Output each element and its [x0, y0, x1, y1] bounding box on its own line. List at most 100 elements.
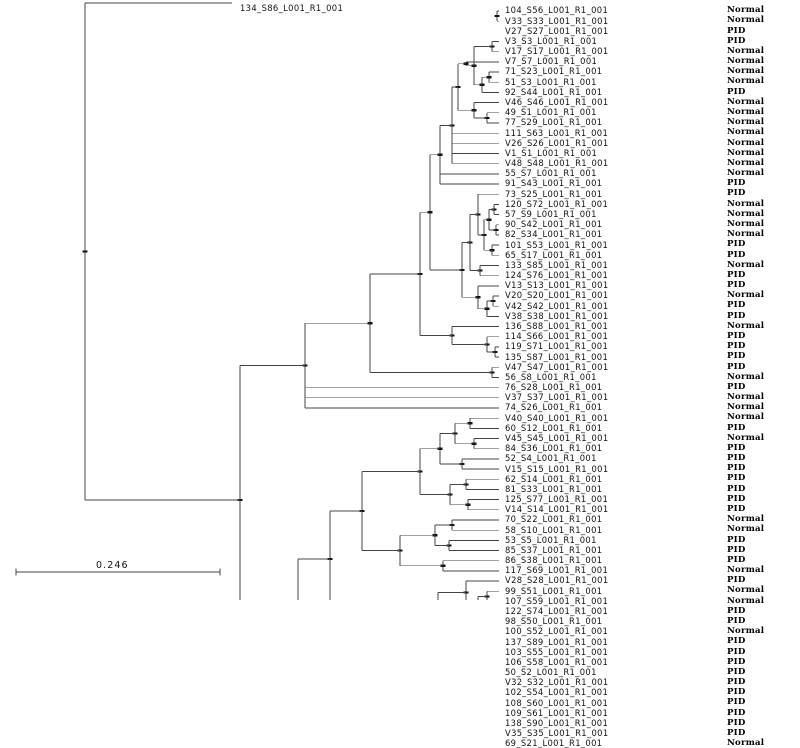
taxon-label: V45_S45_L001_R1_001	[505, 432, 609, 443]
taxon-label: 122_S74_L001_R1_001	[505, 606, 609, 617]
group-label: PID	[727, 249, 746, 260]
group-label: Normal	[727, 45, 765, 56]
taxon-label: 51_S3_L001_R1_001	[505, 76, 597, 87]
taxon-label: V7_S7_L001_R1_001	[505, 56, 598, 67]
taxon-label: 124_S76_L001_R1_001	[505, 270, 609, 281]
group-label: Normal	[727, 402, 765, 413]
group-label: Normal	[727, 371, 765, 382]
group-label: PID	[727, 341, 746, 352]
group-label: PID	[727, 473, 746, 484]
group-label: Normal	[727, 290, 765, 301]
group-label: Normal	[727, 157, 765, 168]
group-label: PID	[727, 493, 746, 504]
taxon-label: 56_S8_L001_R1_001	[505, 371, 597, 382]
taxon-label: V33_S33_L001_R1_001	[505, 15, 609, 26]
taxon-label: 76_S28_L001_R1_001	[505, 382, 603, 393]
group-label: PID	[727, 605, 746, 616]
group-label: PID	[727, 717, 746, 728]
taxon-label: 106_S58_L001_R1_001	[505, 656, 609, 667]
taxon-label: 104_S56_L001_R1_001	[505, 5, 609, 16]
taxon-label: 52_S4_L001_R1_001	[505, 453, 597, 464]
taxon-label: V37_S37_L001_R1_001	[505, 392, 609, 403]
group-label: Normal	[727, 412, 765, 423]
taxon-label: V40_S40_L001_R1_001	[505, 412, 609, 423]
taxon-label: 136_S88_L001_R1_001	[505, 320, 609, 331]
taxon-label: 111_S63_L001_R1_001	[505, 127, 609, 138]
group-label: Normal	[727, 392, 765, 403]
group-label: PID	[727, 351, 746, 362]
taxon-label: 108_S60_L001_R1_001	[505, 697, 609, 708]
taxon-label: V27_S27_L001_R1_001	[505, 25, 609, 36]
taxon-label: 69_S21_L001_R1_001	[505, 738, 603, 748]
group-label: PID	[727, 330, 746, 341]
taxon-label: 50_S2_L001_R1_001	[505, 667, 597, 678]
taxon-label: 117_S69_L001_R1_001	[505, 565, 609, 576]
group-label: PID	[727, 575, 746, 586]
taxon-label: 133_S85_L001_R1_001	[505, 259, 609, 270]
taxon-label: V1_S1_L001_R1_001	[505, 147, 598, 158]
group-label: PID	[727, 463, 746, 474]
taxon-label: 60_S12_L001_R1_001	[505, 422, 603, 433]
taxon-label: 86_S38_L001_R1_001	[505, 555, 603, 566]
taxon-label: 135_S87_L001_R1_001	[505, 351, 609, 362]
group-label: PID	[727, 504, 746, 515]
taxon-label: V48_S48_L001_R1_001	[505, 158, 609, 169]
group-label: PID	[727, 188, 746, 199]
group-label: PID	[727, 666, 746, 677]
group-label: PID	[727, 727, 746, 738]
group-label: Normal	[727, 595, 765, 606]
taxon-label: 57_S9_L001_R1_001	[505, 209, 597, 219]
taxon-label: V35_S35_L001_R1_001	[505, 728, 609, 739]
group-label: Normal	[727, 198, 765, 209]
group-label: PID	[727, 483, 746, 494]
group-label: PID	[727, 280, 746, 291]
taxon-label: V42_S42_L001_R1_001	[505, 300, 609, 311]
group-label: Normal	[727, 514, 765, 525]
taxon-label: 125_S77_L001_R1_001	[505, 494, 609, 505]
taxon-label: V20_S20_L001_R1_001	[505, 290, 609, 301]
taxon-label: 49_S1_L001_R1_001	[505, 107, 597, 118]
taxon-label: 101_S53_L001_R1_001	[505, 239, 609, 250]
taxon-label: V15_S15_L001_R1_001	[505, 463, 609, 474]
group-label: PID	[727, 677, 746, 688]
taxon-label: 98_S50_L001_R1_001	[505, 616, 603, 627]
taxon-label: 103_S55_L001_R1_001	[505, 646, 609, 657]
group-label: Normal	[727, 76, 765, 87]
group-label: PID	[727, 361, 746, 372]
taxon-label: 138_S90_L001_R1_001	[505, 718, 609, 728]
group-label: Normal	[727, 107, 765, 117]
group-label: PID	[727, 707, 746, 718]
group-label: PID	[727, 697, 746, 708]
taxon-label: 92_S44_L001_R1_001	[505, 86, 603, 97]
group-label: PID	[727, 656, 746, 667]
taxon-label: 65_S17_L001_R1_001	[505, 249, 603, 260]
taxon-label: 73_S25_L001_R1_001	[505, 188, 603, 199]
taxon-label: 100_S52_L001_R1_001	[505, 626, 609, 637]
group-label: Normal	[727, 626, 765, 637]
group-label: Normal	[727, 117, 765, 128]
taxon-label: 77_S29_L001_R1_001	[505, 117, 603, 128]
group-label: Normal	[727, 565, 765, 576]
group-label: Normal	[727, 56, 765, 67]
group-label: Normal	[727, 147, 765, 158]
taxon-label: V47_S47_L001_R1_001	[505, 361, 609, 372]
group-label: PID	[727, 687, 746, 698]
group-label: PID	[727, 616, 746, 626]
group-label: Normal	[727, 96, 765, 107]
scale-bar-value: 0.246	[96, 560, 129, 571]
group-label: PID	[727, 310, 746, 321]
taxon-label: 119_S71_L001_R1_001	[505, 341, 609, 352]
taxon-label: 70_S22_L001_R1_001	[505, 514, 603, 525]
taxon-label: 120_S72_L001_R1_001	[505, 198, 609, 209]
group-label: Normal	[727, 66, 765, 77]
group-label: PID	[727, 269, 746, 280]
group-label: PID	[727, 300, 746, 311]
taxon-label: 107_S59_L001_R1_001	[505, 595, 609, 606]
taxon-label: V46_S46_L001_R1_001	[505, 97, 609, 108]
group-label: Normal	[727, 585, 765, 596]
group-label: PID	[727, 35, 746, 46]
tree-branches	[15, 2, 500, 600]
group-label: Normal	[727, 432, 765, 443]
taxon-label: V26_S26_L001_R1_001	[505, 137, 609, 148]
